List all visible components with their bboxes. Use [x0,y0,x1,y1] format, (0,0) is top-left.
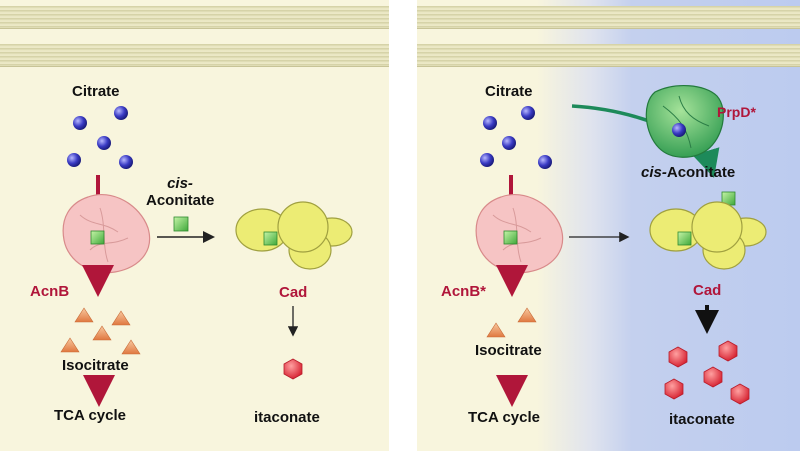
cis-prefix: cis- [641,164,667,181]
citrate-sphere [67,153,81,167]
aconitate-text: Aconitate [146,192,215,209]
left-pathway-drawing [60,106,353,407]
itaconate-hexagon [664,378,684,400]
isocitrate-triangle [60,337,80,353]
isocitrate-triangle [92,325,112,341]
cis-aconitate-bound-cad [263,231,278,246]
itaconate-molecule [283,358,303,380]
isocitrate-molecules [486,307,537,338]
membrane-inner [0,44,389,67]
citrate-sphere [521,106,535,120]
isocitrate-triangle [111,310,131,326]
cis-aconitate-bound [90,230,105,245]
citrate-sphere [502,136,516,150]
itaconate-hexagon [730,383,750,405]
citrate-sphere [538,155,552,169]
prpd-label: PrpD* [717,104,756,120]
citrate-sphere [97,136,111,150]
cis-aconitate-bound [503,230,518,245]
isocitrate-molecules [60,307,141,355]
right-pathway-drawing [475,85,767,407]
citrate-label: Citrate [72,83,120,100]
itaconate-hexagon [703,366,723,388]
left-panel: Citrate cis- Aconitate AcnB Cad Isocitra… [0,0,389,451]
isocitrate-triangle [74,307,94,323]
citrate-sphere [480,153,494,167]
acnb-label: AcnB [30,283,70,300]
membrane-outer [0,6,389,29]
itaconate-label: itaconate [254,409,320,426]
cad-enzyme [235,201,353,270]
isocitrate-triangle [517,307,537,323]
right-panel: Citrate PrpD* cis-Aconitate AcnB* Cad Is… [417,0,800,451]
isocitrate-label: Isocitrate [62,357,129,374]
citrate-sphere [73,116,87,130]
citrate-label: Citrate [485,83,533,100]
cad-enzyme [649,201,767,270]
citrate-sphere [483,116,497,130]
cad-label: Cad [693,282,722,299]
citrate-sphere [119,155,133,169]
cis-prefix: cis- [167,175,193,192]
tca-cycle-label: TCA cycle [468,409,540,426]
acnb-star-label: AcnB* [441,283,487,300]
itaconate-hexagon [668,346,688,368]
cis-aconitate-molecule [173,216,189,232]
citrate-bound-prpd [672,123,686,137]
itaconate-hexagon [718,340,738,362]
itaconate-molecules [664,340,750,405]
aconitate-text: Aconitate [666,164,736,181]
prpd-enzyme [645,85,724,158]
isocitrate-triangle [121,339,141,355]
cad-label: Cad [279,284,308,301]
acnb-star-enzyme [475,193,564,274]
cis-aconitate-bound-cad [677,231,692,246]
acnb-enzyme [62,193,151,274]
cis-aconitate-label: cis-Aconitate [641,164,735,181]
citrate-sphere [114,106,128,120]
membrane-outer [417,6,800,29]
tca-cycle-label: TCA cycle [54,407,126,424]
citrate-molecules [67,106,133,169]
isocitrate-triangle [486,322,506,338]
isocitrate-label: Isocitrate [475,342,542,359]
membrane-inner [417,44,800,67]
itaconate-label: itaconate [669,411,735,428]
citrate-molecules [480,106,552,169]
cis-aconitate-label: cis- Aconitate [146,175,214,209]
